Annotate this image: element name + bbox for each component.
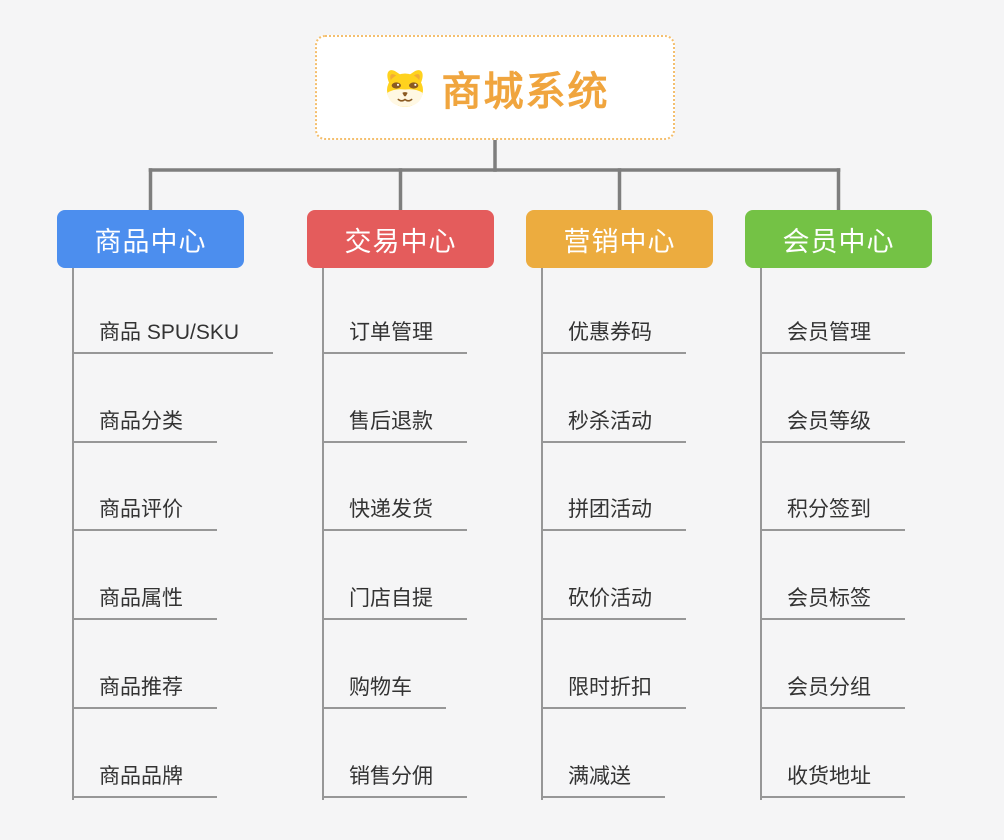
- dog-icon: [381, 66, 429, 109]
- branch-trunk-line: [760, 268, 762, 800]
- leaf-item[interactable]: 销售分佣: [322, 763, 467, 798]
- branch-label: 交易中心: [344, 226, 457, 257]
- leaf-item[interactable]: 商品属性: [72, 585, 217, 620]
- branch-header-member-center[interactable]: 会员中心: [745, 210, 932, 268]
- leaf-item[interactable]: 商品分类: [72, 408, 217, 443]
- branch-member-center: 会员中心 会员管理 会员等级 积分签到 会员标签 会员分组 收货地址: [745, 210, 932, 810]
- branch-label: 商品中心: [94, 226, 207, 257]
- branch-marketing-center: 营销中心 优惠券码 秒杀活动 拼团活动 砍价活动 限时折扣 满减送: [526, 210, 713, 810]
- branch-trunk-line: [322, 268, 324, 800]
- root-title: 商城系统: [441, 69, 610, 114]
- leaf-item[interactable]: 满减送: [541, 763, 665, 798]
- branch-trunk-line: [72, 268, 74, 800]
- branch-header-trade-center[interactable]: 交易中心: [307, 210, 494, 268]
- leaf-item[interactable]: 会员分组: [760, 674, 905, 709]
- leaf-item[interactable]: 订单管理: [322, 319, 467, 354]
- leaf-item[interactable]: 砍价活动: [541, 585, 686, 620]
- leaf-item[interactable]: 售后退款: [322, 408, 467, 443]
- leaf-item[interactable]: 会员管理: [760, 319, 905, 354]
- leaf-item[interactable]: 商品 SPU/SKU: [72, 319, 274, 354]
- leaf-item[interactable]: 收货地址: [760, 763, 905, 798]
- leaf-item[interactable]: 拼团活动: [541, 496, 686, 531]
- leaf-item[interactable]: 商品推荐: [72, 674, 217, 709]
- root-node[interactable]: 商城系统: [315, 35, 675, 140]
- branch-label: 会员中心: [782, 226, 895, 257]
- branch-product-center: 商品中心 商品 SPU/SKU 商品分类 商品评价 商品属性 商品推荐 商品品牌: [57, 210, 274, 810]
- branch-header-product-center[interactable]: 商品中心: [57, 210, 244, 268]
- leaf-item[interactable]: 商品品牌: [72, 763, 217, 798]
- leaf-item[interactable]: 会员等级: [760, 408, 905, 443]
- leaf-item[interactable]: 购物车: [322, 674, 446, 709]
- leaf-item[interactable]: 优惠券码: [541, 319, 686, 354]
- leaf-item[interactable]: 积分签到: [760, 496, 905, 531]
- leaf-item[interactable]: 门店自提: [322, 585, 467, 620]
- branch-header-marketing-center[interactable]: 营销中心: [526, 210, 713, 268]
- branch-trade-center: 交易中心 订单管理 售后退款 快递发货 门店自提 购物车 销售分佣: [307, 210, 494, 810]
- branch-trunk-line: [541, 268, 543, 800]
- leaf-item[interactable]: 会员标签: [760, 585, 905, 620]
- branch-label: 营销中心: [563, 226, 676, 257]
- leaf-item[interactable]: 快递发货: [322, 496, 467, 531]
- leaf-item[interactable]: 秒杀活动: [541, 408, 686, 443]
- leaf-item[interactable]: 限时折扣: [541, 674, 686, 709]
- leaf-item[interactable]: 商品评价: [72, 496, 217, 531]
